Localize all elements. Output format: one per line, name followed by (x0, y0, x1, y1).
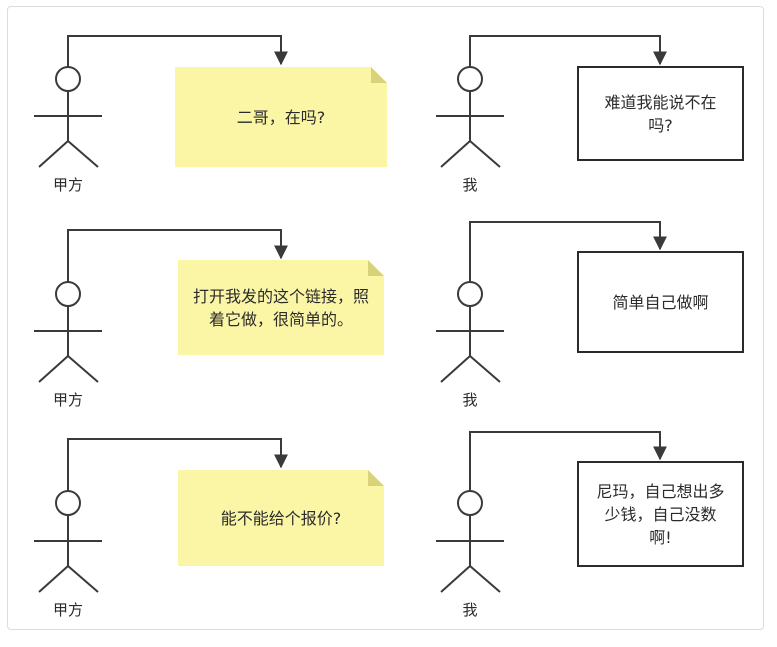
panel-3 (34, 229, 384, 383)
message-text: 简单自己做啊 (612, 292, 709, 312)
message-text: 打开我发的这个链接，照 着它做，很简单的。 (192, 286, 369, 329)
actor-label-6: 我 (462, 601, 478, 619)
arrow-connector (469, 221, 667, 282)
message-text: 二哥，在吗? (236, 107, 326, 127)
arrow-connector (469, 431, 667, 491)
stick-figure-icon (34, 281, 102, 383)
stick-figure-icon (436, 490, 504, 593)
actor-label-2: 我 (462, 176, 478, 194)
note-fold (371, 67, 387, 83)
message-text: 难道我能说不在 吗? (604, 92, 717, 135)
panel-6 (436, 431, 667, 593)
panel-5 (34, 438, 384, 593)
stick-figure-icon (34, 66, 102, 168)
message-note-1: 二哥，在吗? (175, 67, 387, 167)
stick-figure-icon (436, 281, 504, 383)
note-fold (368, 260, 384, 276)
message-note-5: 能不能给个报价? (178, 470, 384, 566)
arrow-connector (469, 35, 667, 67)
arrow-connector (67, 438, 288, 491)
message-box-2: 难道我能说不在 吗? (577, 66, 744, 161)
message-text: 能不能给个报价? (220, 508, 342, 528)
message-box-6: 尼玛，自己想出多 少钱，自己没数 啊! (577, 461, 744, 567)
actor-label-5: 甲方 (52, 601, 83, 619)
note-shape (175, 67, 387, 167)
arrow-connector (67, 35, 288, 67)
message-text: 尼玛，自己想出多 少钱，自己没数 啊! (596, 481, 725, 547)
stick-figure-icon (34, 490, 102, 593)
message-box-4: 简单自己做啊 (577, 251, 744, 353)
actor-label-1: 甲方 (52, 176, 83, 194)
note-shape (178, 260, 384, 355)
panel-2 (436, 35, 667, 168)
actor-label-4: 我 (462, 391, 478, 409)
arrow-connector (67, 229, 288, 282)
message-note-3: 打开我发的这个链接，照 着它做，很简单的。 (178, 260, 384, 355)
panel-1 (34, 35, 387, 168)
note-shape (178, 470, 384, 566)
note-fold (368, 470, 384, 486)
panel-4 (436, 221, 667, 383)
stick-figure-icon (436, 66, 504, 168)
actor-label-3: 甲方 (52, 391, 83, 409)
